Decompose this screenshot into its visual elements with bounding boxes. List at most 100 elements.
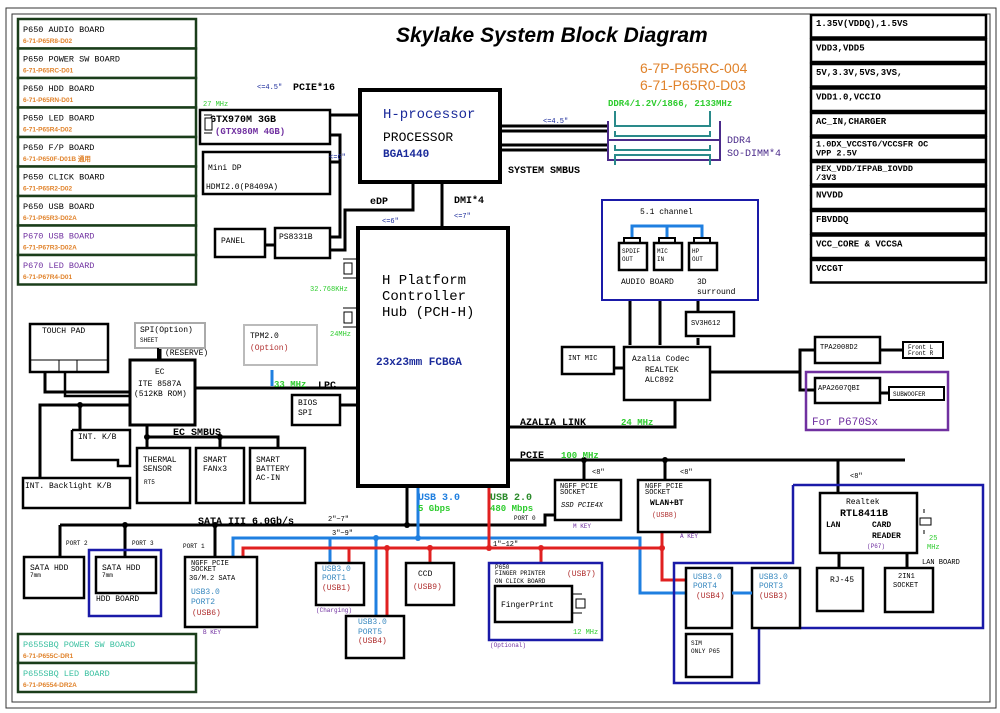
pch-package: 23x23mm FCBGA [376,357,462,369]
touchpad-block[interactable] [28,322,110,374]
board-item[interactable] [16,194,198,227]
power-rail-label: 1.35V(VDDQ),1.5VS [816,19,908,29]
usb-port5-block[interactable] [344,614,406,660]
audio-board-frame[interactable] [601,199,759,301]
usb-port3-line-1: USB3.0 [759,573,788,582]
smart-fan-block[interactable] [194,446,246,505]
amp2-block[interactable] [813,376,882,405]
int-mic-block[interactable] [560,345,616,376]
sim-line-2: ONLY P65 [691,648,720,655]
switch-block[interactable] [684,310,736,338]
power-rail-label: 1.0DX_VCCSTG/VCCSFR OC [816,140,928,150]
wlan-socket-block[interactable] [636,478,712,534]
hdd1-line-2: 7mm [30,572,41,579]
ssd-socket-block[interactable] [553,478,623,522]
board-item[interactable] [16,253,198,286]
board-item[interactable] [16,661,198,694]
lan-card-1: CARD [872,521,891,530]
amp1-block[interactable] [813,335,882,365]
lan-clock-1: 25 [929,535,937,543]
power-rail-item[interactable] [809,185,988,211]
pch-block[interactable] [356,226,510,488]
tpm-label: TPM2.0 [250,332,279,341]
board-item[interactable] [16,165,198,198]
codec-line-1: Azalia Codec [632,355,690,364]
usb-port4-block[interactable] [684,566,734,630]
power-rail-item[interactable] [809,62,988,88]
lan-chip-block[interactable] [818,491,919,555]
hdd2-line-2: 7mm [102,572,113,579]
port0-label: PORT 0 [514,515,536,522]
codec-block[interactable] [622,345,712,402]
backlight-kb-block[interactable] [21,476,132,510]
battery-line-3: AC-IN [256,474,280,483]
board-name: P670 LED BOARD [23,261,94,271]
usb-port3-block[interactable] [750,566,802,630]
smart-battery-block[interactable] [248,446,307,505]
ngff-sata-socket-block[interactable] [183,555,259,629]
usb-port1-block[interactable] [314,561,366,607]
card-socket-block[interactable] [883,566,935,614]
jack-label-2: IN [657,256,665,263]
usb2-dots [384,545,665,551]
jack-label-2: OUT [692,256,703,263]
rj45-block[interactable] [815,566,865,613]
bridge-block[interactable] [273,226,332,260]
sata-length: 2"~7" [328,516,349,524]
bios-block[interactable] [290,393,342,427]
ssd-line-3: SSD PCIE4X [561,502,604,510]
power-rail-list: 1.35V(VDDQ),1.5VSVDD3,VDD55V,3.3V,5VS,3V… [809,13,988,284]
junction-dots [77,402,668,528]
usb2-label: USB 2.0 [490,493,532,504]
power-rail-item[interactable] [809,111,988,137]
sata-hdd-1-block[interactable] [22,555,86,600]
board-item[interactable] [16,76,198,109]
board-item[interactable] [16,106,198,139]
front-speakers-block[interactable] [902,341,944,359]
power-rail-item[interactable] [809,136,988,162]
audio-jack[interactable] [617,241,649,272]
pch-line-2: Controller [382,289,466,305]
audio-jack[interactable] [687,241,719,272]
power-rail-item[interactable] [809,13,988,39]
thermal-sensor-block[interactable] [135,446,192,505]
usb-port5-line-3: (USB4) [358,637,387,646]
tpm-block[interactable] [243,324,318,366]
power-rail-item[interactable] [809,209,988,235]
keyboard-block[interactable] [70,428,132,468]
board-name: P650 LED BOARD [23,114,94,124]
usb-port3-line-2: PORT3 [759,582,783,591]
fingerprint-block[interactable] [493,584,574,624]
power-rail-item[interactable] [809,38,988,64]
sata-hdd-2-block[interactable] [94,555,158,595]
gpu-block[interactable] [198,108,332,146]
cpu-sublabel: PROCESSOR [383,130,453,145]
minidp-label: Mini DP [208,164,242,173]
cpu-block[interactable] [358,88,502,184]
spi-option-block[interactable] [134,322,206,349]
usb-port3-line-3: (USB3) [759,592,788,601]
power-rail-item[interactable] [809,234,988,260]
sata-port1: PORT 1 [183,543,205,550]
sim-block[interactable] [684,632,734,679]
wlan-length: <8" [680,469,693,477]
ccd-block[interactable] [404,561,456,607]
power-rail-item[interactable] [809,258,988,284]
codec-line-3: ALC892 [645,376,674,385]
audio-jack[interactable] [652,241,684,272]
board-item[interactable] [16,17,198,50]
gpu-clock: 27 MHz [203,101,228,109]
rtc-crystal-icon [343,258,358,279]
ec-block[interactable] [128,358,197,427]
panel-block[interactable] [213,227,267,259]
lpc-label: LPC [318,381,336,392]
minidp-hdmi-block[interactable] [201,150,332,196]
power-rail-label: /3V3 [816,173,836,183]
power-rail-label: 5V,3.3V,5VS,3VS, [816,68,902,78]
board-name: P650 POWER SW BOARD [23,55,120,65]
subwoofer-block[interactable] [888,386,945,401]
touchpad-label: TOUCH PAD [42,327,85,336]
power-rail-item[interactable] [809,87,988,113]
board-name: P650 HDD BOARD [23,84,94,94]
power-rail-item[interactable] [809,160,988,186]
